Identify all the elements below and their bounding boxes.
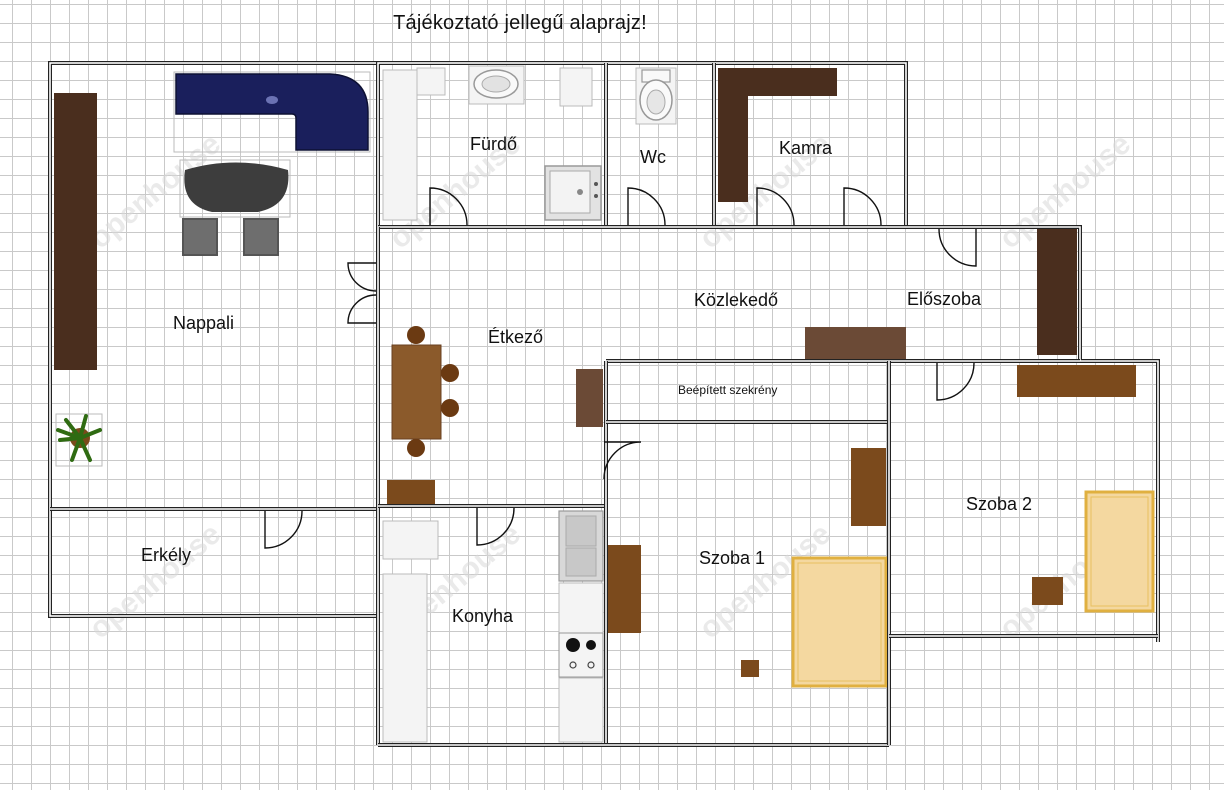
low-cabinet	[387, 480, 435, 504]
hall-bench	[805, 327, 906, 359]
door-swing	[843, 187, 882, 226]
washing-machine	[559, 67, 593, 107]
room-label-kozlekedo: Közlekedő	[694, 290, 778, 310]
plan-title: Tájékoztató jellegű alaprajz!	[393, 12, 647, 34]
room-label-etkezo: Étkező	[488, 327, 543, 347]
pantry-shelf	[718, 96, 748, 202]
stove-burner	[586, 640, 596, 650]
room-label-wc: Wc	[640, 147, 666, 167]
chair	[243, 218, 279, 256]
dining-table	[391, 344, 442, 440]
corner-sofa	[175, 73, 369, 151]
desk	[851, 448, 886, 526]
sofa-highlight	[266, 96, 278, 104]
room-label-eloszoba: Előszoba	[907, 289, 982, 309]
room-label-kamra: Kamra	[779, 138, 833, 158]
plant-icon	[56, 414, 102, 462]
kitchen-counter	[382, 573, 428, 743]
sideboard	[576, 369, 603, 427]
sink-basin	[481, 75, 511, 93]
door-swing	[756, 187, 795, 226]
room-label-beepitett: Beépített szekrény	[678, 383, 777, 397]
nightstand	[1032, 577, 1063, 605]
door-swing	[627, 187, 666, 226]
shower-tap	[594, 194, 598, 198]
room-label-konyha: Konyha	[452, 606, 514, 626]
room-label-erkely: Erkély	[141, 545, 191, 565]
bed-1-inner	[797, 562, 882, 682]
sofa-outline	[173, 71, 371, 153]
plant-outline	[55, 413, 103, 467]
shower-tap	[594, 182, 598, 186]
stove-burner	[569, 661, 577, 669]
kitchen-sink-basin	[565, 515, 597, 547]
dining-chair	[407, 439, 425, 457]
living-cabinet	[54, 93, 97, 370]
doors	[264, 187, 977, 549]
walls	[48, 61, 1160, 747]
bath-shelf	[416, 67, 446, 96]
door-swing	[603, 441, 642, 480]
pantry-shelf	[718, 68, 837, 96]
room-label-furdo: Fürdő	[470, 134, 517, 154]
room-label-szoba1: Szoba 1	[699, 548, 765, 568]
wardrobe-hall	[1037, 226, 1077, 355]
dining-chair	[441, 399, 459, 417]
door-swing	[264, 510, 303, 549]
toilet-bowl	[646, 89, 666, 115]
stove-burner	[587, 661, 595, 669]
room-label-nappali: Nappali	[173, 313, 234, 333]
stove-burner	[566, 638, 580, 652]
stove	[558, 632, 604, 678]
bed-1	[791, 556, 888, 688]
shower-drain	[577, 189, 583, 195]
chair	[182, 218, 218, 256]
dresser	[607, 545, 641, 633]
kitchen-counter	[558, 582, 604, 634]
door-swing	[429, 187, 468, 226]
door-swing	[938, 228, 977, 267]
dining-chair	[407, 326, 425, 344]
shower-inner	[549, 170, 591, 214]
bath-cabinet	[382, 69, 418, 221]
watermark-text: openhouse	[83, 517, 227, 645]
kitchen-sink-basin	[565, 547, 597, 577]
double-door	[347, 294, 377, 324]
table-outline	[179, 159, 291, 218]
room-label-szoba2: Szoba 2	[966, 494, 1032, 514]
dining-table-oval	[184, 162, 289, 212]
kitchen-counter	[558, 677, 604, 743]
bed-2	[1084, 490, 1155, 613]
door-swing	[936, 362, 975, 401]
double-door	[347, 262, 377, 292]
nightstand	[741, 660, 759, 677]
kitchen-counter	[382, 520, 439, 560]
wardrobe-2	[1017, 365, 1136, 397]
dining-chair	[441, 364, 459, 382]
door-swing	[476, 507, 515, 546]
bed-2-inner	[1090, 496, 1149, 607]
